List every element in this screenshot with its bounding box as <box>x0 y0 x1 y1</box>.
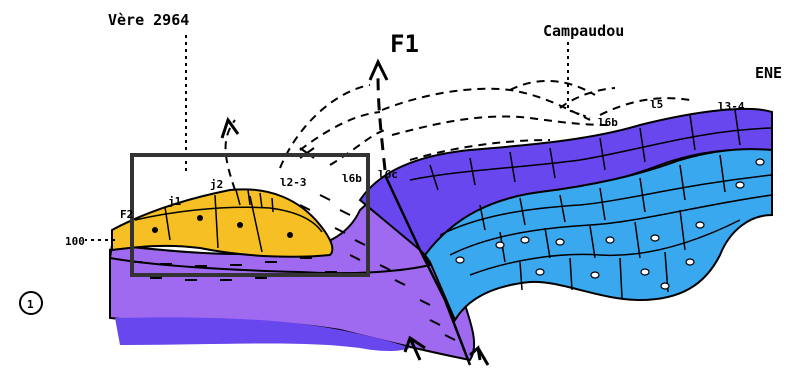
label-l2-3: l2-3 <box>280 176 307 189</box>
figure-number: 1 <box>27 298 34 311</box>
label-campaudou: Campaudou <box>543 22 624 40</box>
f1-arrow-shaft <box>378 75 385 170</box>
label-l6b-left: l6b <box>342 172 362 185</box>
label-f2: F2 <box>120 208 133 221</box>
label-f1: F1 <box>390 30 419 58</box>
label-l6c: l6c <box>378 168 398 181</box>
label-vere: Vère 2964 <box>108 11 189 29</box>
yellow-stratum <box>112 189 332 256</box>
label-j2: j2 <box>210 178 223 191</box>
label-j1: j1 <box>168 195 182 208</box>
label-scale: 100 <box>65 235 85 248</box>
label-l6b-right: l6b <box>598 116 618 129</box>
label-l3-4: l3-4 <box>718 100 745 113</box>
f1-arrowhead <box>370 62 387 80</box>
label-ene: ENE <box>755 64 782 82</box>
label-l5: l5 <box>650 98 663 111</box>
